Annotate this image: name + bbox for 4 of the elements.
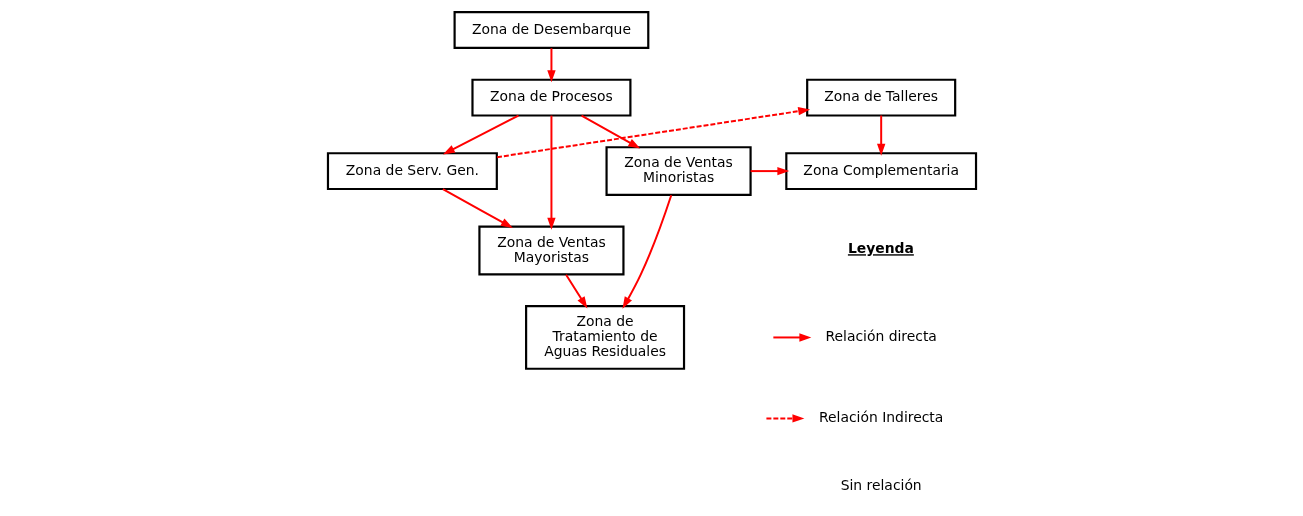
- legend-label: Sin relación: [840, 476, 922, 493]
- legend-label: Relación Indirecta: [818, 409, 943, 426]
- legend-label: Relación directa: [824, 328, 937, 345]
- label: Leyenda: [847, 240, 914, 257]
